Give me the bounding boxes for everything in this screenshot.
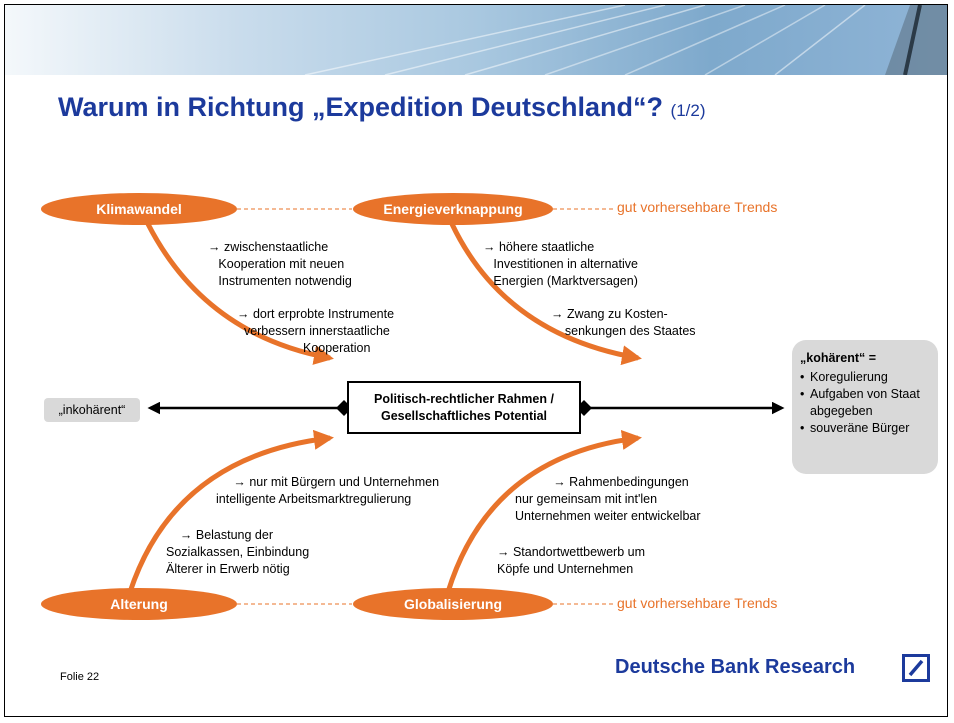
coherent-item: Koregulierung [800,369,930,386]
trend-label-top: gut vorhersehbare Trends [617,199,778,215]
note-globalisierung-2: → Standortwettbewerb um Köpfe und Untern… [497,545,645,576]
bridge-cables-graphic [304,5,947,75]
ellipse-globalisierung [353,588,553,620]
deutsche-bank-logo-icon [902,654,930,682]
arrow-energie [449,222,642,366]
slide-title: Warum in Richtung „Expedition Deutschlan… [58,92,706,123]
driver-alterung: Alterung [110,596,168,612]
note-klimawandel-2: → dort erprobte Instrumente verbessern i… [237,307,395,355]
note-klimawandel-1: → zwischenstaatliche Kooperation mit neu… [208,240,352,288]
note-energie-1: → höhere staatliche Investitionen in alt… [483,240,638,288]
driver-klimawandel: Klimawandel [96,201,182,217]
center-box: Politisch-rechtlicher Rahmen / Gesellsch… [347,381,581,434]
coherent-heading: „kohärent“ = [800,351,877,365]
slide-title-text: Warum in Richtung „Expedition Deutschlan… [58,92,664,122]
coherent-item: souveräne Bürger [800,420,930,437]
ellipse-alterung [41,588,237,620]
incoherent-label: „inkohärent“ [44,398,140,422]
arrow-globalisierung [445,430,642,593]
brand-name: Deutsche Bank Research [615,656,856,678]
coherent-item: Aufgaben von Staat abgegeben [800,386,930,420]
ellipse-energie [353,193,553,225]
arrow-alterung [127,429,334,593]
note-globalisierung-1: → Rahmenbedingungen nur gemeinsam mit in… [515,475,701,523]
note-energie-2: → Zwang zu Kosten- senkungen des Staates [551,307,696,338]
note-alterung-2: → Belastung der Sozialkassen, Einbindung… [166,528,310,576]
driver-energieverknappung: Energieverknappung [383,201,523,217]
slide-title-page: (1/2) [670,101,706,120]
trend-label-bottom: gut vorhersehbare Trends [617,595,778,611]
coherent-box: „kohärent“ = Koregulierung Aufgaben von … [792,340,938,474]
header-banner [5,5,947,75]
ellipse-klimawandel [41,193,237,225]
note-alterung-1: → nur mit Bürgern und Unternehmen intell… [216,475,440,506]
arrow-klimawandel [145,222,334,365]
slide-number: Folie 22 [60,671,100,683]
coherent-list: Koregulierung Aufgaben von Staat abgegeb… [800,369,930,437]
driver-globalisierung: Globalisierung [403,596,502,612]
